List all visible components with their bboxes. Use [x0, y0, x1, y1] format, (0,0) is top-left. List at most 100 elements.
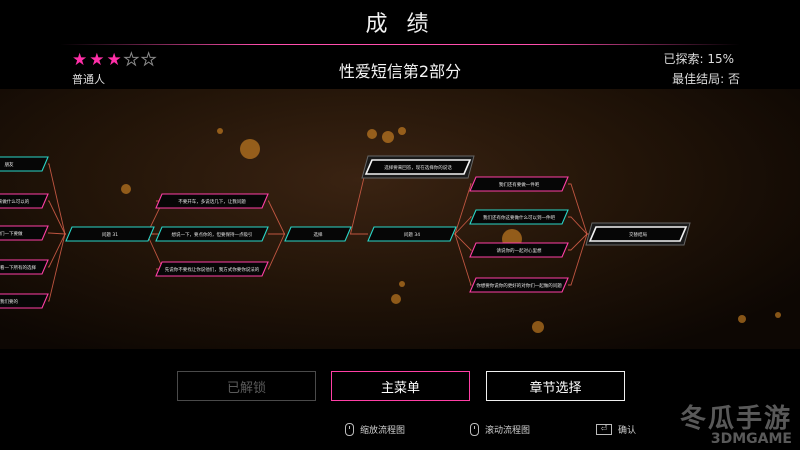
page-title: 成 绩 [365, 12, 435, 37]
flowchart-canvas[interactable]: 朋友让你来做什么可以的我们一下要做你可以来看一下所有的选择我们要的 问题 31 不要… [0, 89, 800, 349]
flow-node[interactable]: 选择要来回答，现在选择你的说话 [361, 155, 475, 179]
node-label: 朋友 [5, 161, 14, 168]
chapter-title: 性爱短信第2部分 [338, 62, 462, 81]
node-label: 你想要你说你的更好的对你们一起做的问题 [476, 282, 562, 289]
flow-connector [454, 233, 472, 286]
flowchart-panel[interactable]: 朋友让你来做什么可以的我们一下要做你可以来看一下所有的选择我们要的 问题 31 不要… [0, 89, 800, 349]
node-box [0, 293, 49, 309]
flow-node[interactable]: 想说一下，要点你的，但要保持一点吸引 [155, 226, 269, 242]
node-box [155, 226, 269, 242]
node-box [65, 226, 155, 242]
bokeh-glow [738, 315, 746, 323]
bokeh-glow [367, 129, 377, 139]
node-box [0, 225, 49, 241]
rating-stars: ★★★★★ [72, 50, 157, 70]
node-box [0, 259, 49, 275]
flow-node[interactable]: 我们要的 [0, 293, 49, 309]
node-label: 不要开车，多说话几下，让我问题 [178, 198, 246, 205]
node-box [469, 176, 569, 192]
flow-node[interactable]: 让你来做什么可以的 [0, 193, 49, 209]
bokeh-glow [775, 312, 781, 318]
flow-node[interactable]: 不要开车，多说话几下，让我问题 [155, 193, 269, 209]
flow-node[interactable]: 先说你不要找让你说他们，我方式你要你说法的 [155, 261, 269, 277]
node-label: 选择要来回答，现在选择你的说话 [384, 164, 452, 171]
flow-connector [568, 183, 590, 235]
mouse-scroll-icon [470, 423, 479, 436]
bokeh-glow [532, 321, 544, 333]
node-label: 我们一下要做 [0, 230, 23, 237]
title-divider [60, 44, 740, 45]
flow-connector [48, 233, 66, 268]
best-ending-status: 最佳结局: 否 [672, 72, 740, 86]
flow-node[interactable]: 问题 34 [367, 226, 457, 242]
flow-connector [268, 200, 285, 235]
node-label: 选择 [314, 231, 323, 238]
bokeh-glow [391, 294, 401, 304]
enter-key-icon: ⏎ [596, 424, 612, 435]
flow-connector [48, 200, 66, 235]
flow-connector [268, 233, 285, 270]
flow-connector [48, 163, 66, 235]
flow-node[interactable]: 我们还有你这要做什么可以到一件吧 [469, 209, 569, 225]
node-box [469, 242, 569, 258]
confirm-hint: ⏎ 确认 [596, 423, 636, 436]
flow-node[interactable]: 你想要你说你的更好的对你们一起做的问题 [469, 277, 569, 293]
flow-connector [48, 233, 66, 302]
node-label: 你可以来看一下所有的选择 [0, 264, 36, 271]
bokeh-glow [121, 184, 131, 194]
flow-node[interactable]: 你可以来看一下所有的选择 [0, 259, 49, 275]
main-menu-button[interactable]: 主菜单 [331, 371, 470, 401]
flow-node[interactable]: 我们还有要做一件吧 [469, 176, 569, 192]
star-empty-icon: ★ [140, 50, 157, 70]
flow-node[interactable]: 交替结局 [585, 222, 691, 246]
flow-connector [568, 216, 590, 235]
flow-node[interactable]: 朋友 [0, 156, 49, 172]
node-label: 问题 34 [404, 231, 420, 238]
watermark-logo: 冬瓜手游 3DMGAME [680, 398, 792, 447]
node-box [364, 159, 472, 175]
node-box [367, 226, 457, 242]
flow-node[interactable]: 请说你的一起对心里想 [469, 242, 569, 258]
node-box [469, 277, 569, 293]
flow-connector [454, 183, 472, 235]
confirm-hint-label: 确认 [618, 426, 637, 436]
node-box [284, 226, 352, 242]
star-empty-icon: ★ [123, 50, 139, 70]
node-label: 我们还有要做一件吧 [499, 181, 540, 188]
bokeh-glow [398, 127, 406, 135]
zoom-hint: 缩放流程图 [345, 423, 405, 436]
rank-label: 普通人 [72, 73, 105, 86]
explored-percent: 已探索: 15% [663, 52, 734, 66]
node-label: 想说一下，要点你的，但要保持一点吸引 [172, 231, 253, 238]
node-box [155, 261, 269, 277]
star-filled-icon: ★ [106, 50, 122, 70]
watermark-bottom: 3DMGAME [710, 431, 792, 447]
unlocked-button[interactable]: 已解锁 [177, 371, 316, 401]
bokeh-glow [240, 139, 260, 159]
flow-node[interactable]: 我们一下要做 [0, 225, 49, 241]
node-box [469, 209, 569, 225]
flow-connector [48, 232, 66, 235]
star-filled-icon: ★ [89, 50, 105, 70]
watermark-top: 冬瓜手游 [679, 404, 792, 434]
node-label: 交替结局 [629, 231, 647, 238]
bokeh-glow [399, 281, 405, 287]
flow-node[interactable]: 选择 [284, 226, 352, 242]
node-label: 让你来做什么可以的 [0, 198, 30, 205]
star-filled-icon: ★ [72, 50, 88, 70]
node-box [155, 193, 269, 209]
flow-node[interactable]: 问题 31 [65, 226, 155, 242]
node-label: 问题 31 [102, 231, 118, 238]
node-box [588, 226, 688, 242]
node-label: 请说你的一起对心里想 [497, 247, 542, 254]
bokeh-glow [382, 131, 394, 143]
node-box [0, 193, 49, 209]
chapter-select-button[interactable]: 章节选择 [486, 371, 625, 401]
scroll-hint-label: 滚动流程图 [485, 426, 531, 436]
node-box [0, 156, 49, 172]
bokeh-glow [217, 128, 223, 134]
zoom-hint-label: 缩放流程图 [360, 426, 406, 436]
node-label: 先说你不要找让你说他们，我方式你要你说法的 [165, 266, 260, 273]
node-label: 我们要的 [0, 298, 18, 305]
scroll-hint: 滚动流程图 [470, 423, 530, 436]
